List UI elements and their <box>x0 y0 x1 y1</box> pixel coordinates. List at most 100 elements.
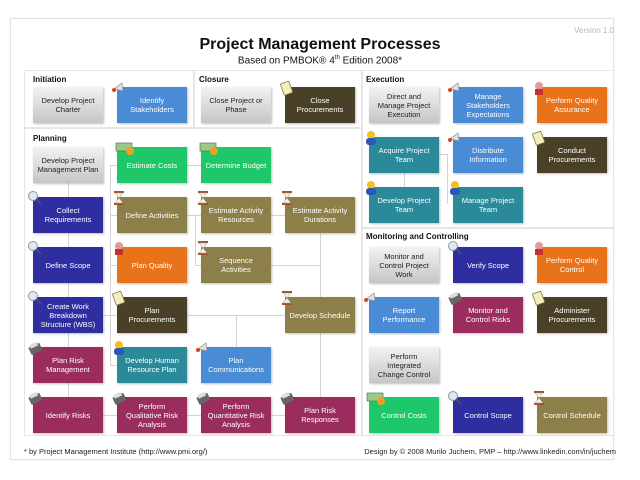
process-plan-risk-responses[interactable]: Plan Risk Responses <box>285 397 355 433</box>
hourglass-icon <box>282 191 292 205</box>
process-develop-pm-plan[interactable]: Develop Project Management Plan <box>33 147 103 183</box>
process-integrated-change-control[interactable]: Perform Integrated Change Control <box>369 347 439 383</box>
magnifier-icon <box>448 391 462 405</box>
money-icon <box>366 392 385 405</box>
contract-icon <box>112 290 125 306</box>
worker-icon <box>114 341 124 355</box>
process-administer-procurements[interactable]: Administer Procurements <box>537 297 607 333</box>
process-manage-stakeholders-expectations[interactable]: Manage Stakeholders Expectations <box>453 87 523 123</box>
process-control-schedule[interactable]: Control Schedule <box>537 397 607 433</box>
hourglass-icon <box>282 291 292 305</box>
cash-register-icon <box>112 391 127 405</box>
connector-line <box>195 265 201 266</box>
connector-line <box>110 365 117 366</box>
connector-line <box>447 154 448 204</box>
cash-register-icon <box>280 391 295 405</box>
connector-line <box>320 233 321 297</box>
cash-register-icon <box>28 341 43 355</box>
process-conduct-procurements[interactable]: Conduct Procurements <box>537 137 607 173</box>
process-estimate-activity-durations[interactable]: Estimate Activity Durations <box>285 197 355 233</box>
process-distribute-information[interactable]: Distribute Information <box>453 137 523 173</box>
money-icon <box>115 142 134 155</box>
process-develop-schedule[interactable]: Develop Schedule <box>285 297 355 333</box>
process-identify-risks[interactable]: Identify Risks <box>33 397 103 433</box>
process-close-project-or-phase[interactable]: Close Project or Phase <box>201 87 271 123</box>
connector-line <box>404 167 405 187</box>
process-define-activities[interactable]: Define Activities <box>117 197 187 233</box>
process-create-wbs[interactable]: Create Work Breakdown Structure (WBS) <box>33 297 103 333</box>
process-control-scope[interactable]: Control Scope <box>453 397 523 433</box>
process-collect-requirements[interactable]: Collect Requirements <box>33 197 103 233</box>
contract-icon <box>280 80 293 96</box>
process-verify-scope[interactable]: Verify Scope <box>453 247 523 283</box>
hourglass-icon <box>198 241 208 255</box>
process-quantitative-risk-analysis[interactable]: Perform Quantitative Risk Analysis <box>201 397 271 433</box>
connector-line <box>110 215 117 216</box>
connector-line <box>271 215 285 216</box>
connector-line <box>110 315 117 316</box>
process-perform-quality-assurance[interactable]: Perform Quality Assurance <box>537 87 607 123</box>
process-close-procurements[interactable]: Close Procurements <box>285 87 355 123</box>
megaphone-icon <box>112 82 124 92</box>
process-monitor-control-work[interactable]: Monitor and Control Project Work <box>369 247 439 283</box>
contract-icon <box>532 290 545 306</box>
quality-icon <box>535 82 543 95</box>
magnifier-icon <box>28 191 42 205</box>
connector-line <box>271 415 285 416</box>
monitoring-label: Monitoring and Controlling <box>366 232 469 241</box>
connector-line <box>236 315 237 347</box>
money-icon <box>199 142 218 155</box>
connector-line <box>103 415 117 416</box>
contract-icon <box>532 130 545 146</box>
cash-register-icon <box>28 391 43 405</box>
version-label: Version 1.0 <box>573 26 614 35</box>
worker-icon <box>366 181 376 195</box>
process-identify-stakeholders[interactable]: Identify Stakeholders <box>117 87 187 123</box>
process-acquire-project-team[interactable]: Acquire Project Team <box>369 137 439 173</box>
worker-icon <box>366 131 376 145</box>
process-monitor-control-risks[interactable]: Monitor and Control Risks <box>453 297 523 333</box>
hourglass-icon <box>198 191 208 205</box>
process-develop-project-charter[interactable]: Develop Project Charter <box>33 87 103 123</box>
process-direct-manage-execution[interactable]: Direct and Manage Project Execution <box>369 87 439 123</box>
connector-line <box>439 154 447 155</box>
process-plan-risk-management[interactable]: Plan Risk Management <box>33 347 103 383</box>
process-perform-quality-control[interactable]: Perform Quality Control <box>537 247 607 283</box>
process-plan-quality[interactable]: Plan Quality <box>117 247 187 283</box>
process-develop-hr-plan[interactable]: Develop Human Resource Plan <box>117 347 187 383</box>
process-define-scope[interactable]: Define Scope <box>33 247 103 283</box>
page-title: Project Management Processes <box>199 36 441 53</box>
connector-line <box>320 333 321 397</box>
worker-icon <box>450 181 460 195</box>
subtitle-superscript: th <box>334 55 340 61</box>
footer-credit-pmi: * by Project Management Institute (http:… <box>24 447 208 456</box>
cash-register-icon <box>196 391 211 405</box>
connector-line <box>187 415 201 416</box>
connector-line <box>103 315 110 316</box>
process-estimate-activity-resources[interactable]: Estimate Activity Resources <box>201 197 271 233</box>
hourglass-icon <box>114 191 124 205</box>
process-plan-procurements[interactable]: Plan Procurements <box>117 297 187 333</box>
connector-line <box>187 215 201 216</box>
execution-label: Execution <box>366 75 405 84</box>
process-plan-communications[interactable]: Plan Communications <box>201 347 271 383</box>
closure-label: Closure <box>199 75 229 84</box>
process-report-performance[interactable]: Report Performance <box>369 297 439 333</box>
connector-line <box>110 165 117 166</box>
subtitle-text-end: Edition 2008* <box>339 55 403 67</box>
quality-icon <box>115 242 123 255</box>
megaphone-icon <box>448 132 460 142</box>
process-develop-project-team[interactable]: Develop Project Team <box>369 187 439 223</box>
magnifier-icon <box>448 241 462 255</box>
process-sequence-activities[interactable]: Sequence Activities <box>201 247 271 283</box>
connector-line <box>271 265 320 266</box>
cash-register-icon <box>448 291 463 305</box>
subtitle-text: Based on PMBOK® 4 <box>237 55 335 67</box>
page-subtitle: Based on PMBOK® 4th Edition 2008* <box>0 55 640 66</box>
connector-line <box>187 165 201 166</box>
process-manage-project-team[interactable]: Manage Project Team <box>453 187 523 223</box>
megaphone-icon <box>364 292 376 302</box>
footer-credit-designer: Design by © 2008 Murilo Juchem, PMP – ht… <box>364 447 616 456</box>
magnifier-icon <box>28 241 42 255</box>
process-qualitative-risk-analysis[interactable]: Perform Qualitative Risk Analysis <box>117 397 187 433</box>
